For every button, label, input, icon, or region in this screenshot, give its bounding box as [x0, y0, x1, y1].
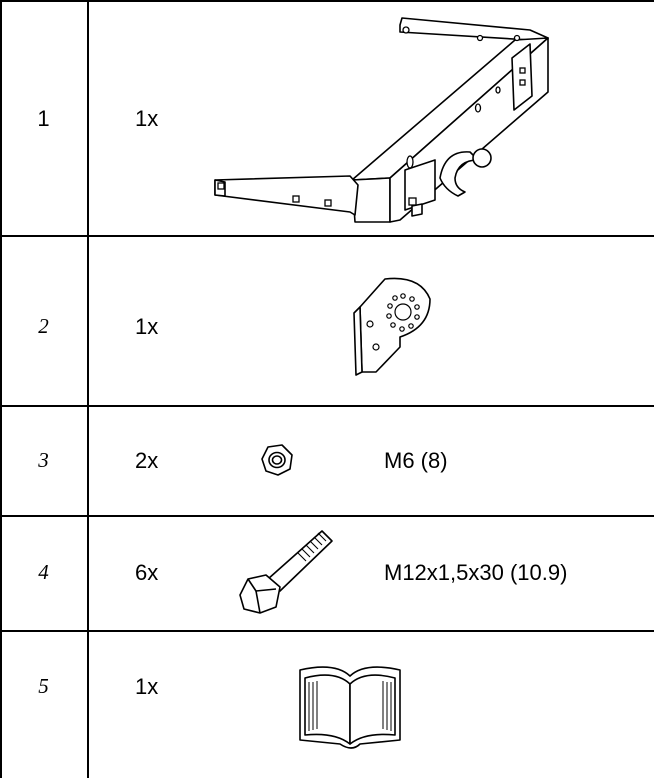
row-divider [0, 405, 654, 407]
column-divider [87, 0, 89, 778]
table-row: 1 1x [0, 0, 654, 235]
part-number: 4 [38, 560, 49, 584]
table-row: 5 1x [0, 632, 654, 778]
part-spec: M6 (8) [384, 448, 448, 473]
part-quantity: 1x [135, 314, 159, 339]
row-divider [0, 630, 654, 632]
row-divider [0, 235, 654, 237]
part-number: 2 [38, 314, 49, 338]
row-divider [0, 515, 654, 517]
part-quantity: 1x [135, 106, 159, 131]
part-number: 5 [38, 674, 49, 698]
manual-book-icon [299, 666, 401, 749]
part-quantity: 6x [135, 560, 159, 585]
hex-nut-icon [261, 444, 293, 476]
hex-bolt-icon [239, 530, 333, 614]
socket-plate-bracket-icon [353, 277, 431, 376]
part-quantity: 2x [135, 448, 159, 473]
part-number: 3 [38, 448, 49, 472]
tow-bar-assembly-icon [214, 17, 549, 223]
part-spec: M12x1,5x30 (10.9) [384, 560, 568, 585]
table-row: 2 1x [0, 237, 654, 405]
part-quantity: 1x [135, 674, 159, 699]
part-number: 1 [37, 106, 50, 131]
table-row: 4 6x M12x1,5x30 (10.9) [0, 517, 654, 630]
table-row: 3 2x M6 (8) [0, 407, 654, 515]
